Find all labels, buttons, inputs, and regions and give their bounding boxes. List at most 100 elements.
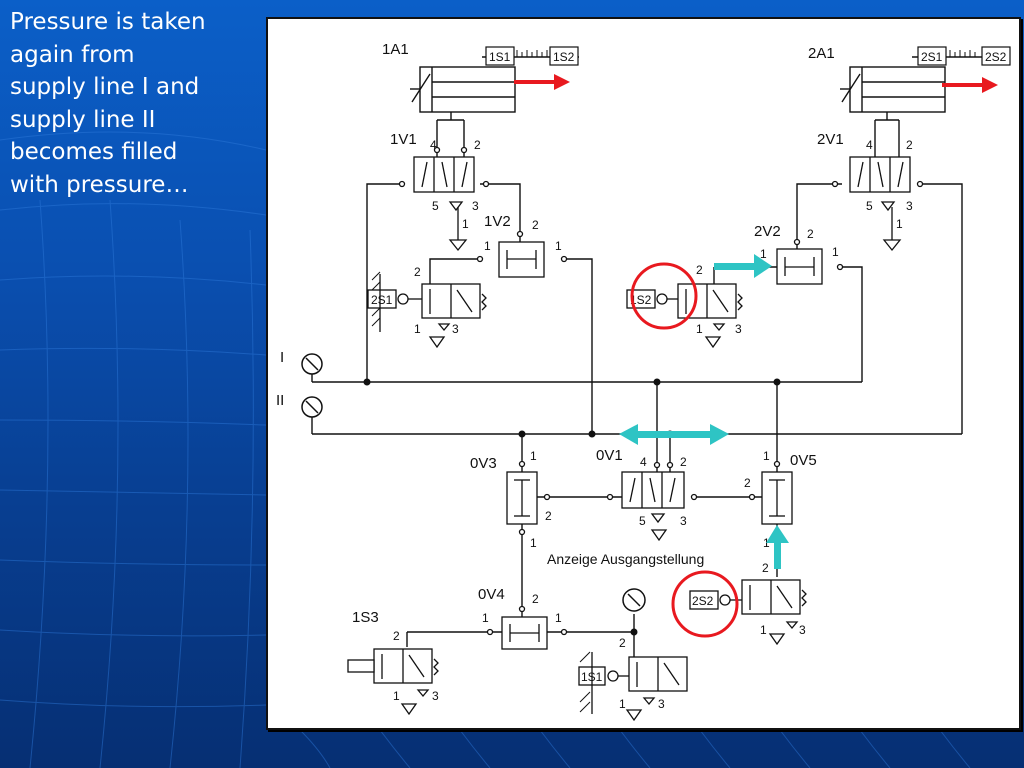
sensor-1s2-top: 1S2 <box>549 46 579 66</box>
svg-text:1S2: 1S2 <box>553 50 575 64</box>
port-label: 2 <box>906 138 913 152</box>
supply-gauge-ii <box>301 396 323 434</box>
pneumatic-diagram-panel: I II 1A1 1S1 1S2 <box>266 17 1021 730</box>
port-label: 1 <box>530 536 537 550</box>
port-label: 2 <box>414 265 421 279</box>
label-0v1: 0V1 <box>596 447 623 464</box>
valve-1v1 <box>398 146 490 252</box>
port-label: 4 <box>640 455 647 469</box>
port-label: 2 <box>532 218 539 232</box>
supply-line-i-label: I <box>280 349 284 366</box>
svg-text:1S1: 1S1 <box>489 50 511 64</box>
port-label: 3 <box>432 689 439 703</box>
supply-gauge-i <box>301 353 323 382</box>
caption-line: again from <box>10 41 135 68</box>
sensor-1s2-mid: 1S2 <box>630 293 652 307</box>
caption-line: with pressure… <box>10 171 189 198</box>
hatching <box>371 271 381 327</box>
valve-0v5 <box>748 460 793 536</box>
port-label: 1 <box>484 239 491 253</box>
highlight-circle-2s2 <box>671 570 739 638</box>
valve-2s2-low <box>689 579 807 646</box>
label-1v2: 1V2 <box>484 213 511 230</box>
port-label: 2 <box>393 629 400 643</box>
port-label: 1 <box>696 322 703 336</box>
port-label: 4 <box>866 138 873 152</box>
label-2a1: 2A1 <box>808 45 835 62</box>
caption-line: Pressure is taken <box>10 9 206 35</box>
port-label: 2 <box>532 592 539 606</box>
port-label: 1 <box>760 247 767 261</box>
port-label: 3 <box>452 322 459 336</box>
sensor-1s1-top: 1S1 <box>485 46 515 66</box>
port-label: 2 <box>762 561 769 575</box>
label-1a1: 1A1 <box>382 41 409 58</box>
highlight-arrows <box>619 254 789 569</box>
port-label: 1 <box>414 322 421 336</box>
caption-line: supply line II <box>10 106 156 133</box>
slide-caption: Pressure is taken again from supply line… <box>10 6 260 201</box>
label-0v5: 0V5 <box>790 452 817 469</box>
port-label: 2 <box>680 455 687 469</box>
flow-arrow-1a1-head <box>554 74 570 90</box>
piping <box>312 112 963 657</box>
valve-2v1 <box>831 156 924 252</box>
label-0v3: 0V3 <box>470 455 497 472</box>
port-label: 1 <box>482 611 489 625</box>
port-label: 5 <box>639 514 646 528</box>
pressure-gauge <box>622 588 646 612</box>
sensor-2s2-top: 2S2 <box>981 46 1011 66</box>
port-label: 1 <box>462 217 469 231</box>
cylinder-2a1-scale <box>949 50 976 57</box>
pneumatic-circuit-diagram: I II 1A1 1S1 1S2 <box>276 41 1011 722</box>
port-label: 4 <box>430 138 437 152</box>
sensor-2s1-left: 2S1 <box>371 293 393 307</box>
port-label: 3 <box>658 697 665 711</box>
label-1v1: 1V1 <box>390 131 417 148</box>
port-label: 5 <box>866 199 873 213</box>
port-label: 2 <box>744 476 751 490</box>
port-label: 1 <box>555 611 562 625</box>
port-label: 3 <box>680 514 687 528</box>
valve-1s1-bottom <box>578 652 688 722</box>
valve-1s2-mid <box>626 283 743 349</box>
port-label: 2 <box>545 509 552 523</box>
cylinder-1a1-scale <box>516 50 548 57</box>
port-label: 3 <box>799 623 806 637</box>
valve-1v2 <box>476 230 568 278</box>
highlight-circle-1s2 <box>630 262 698 330</box>
label-2v2: 2V2 <box>754 223 781 240</box>
sensor-1s1-bottom: 1S1 <box>581 670 603 684</box>
svg-text:2S2: 2S2 <box>985 50 1007 64</box>
cylinder-1a1 <box>410 56 579 113</box>
port-label: 3 <box>906 199 913 213</box>
caption-line: supply line I and <box>10 74 200 100</box>
port-label: 1 <box>896 217 903 231</box>
caption-line: becomes filled <box>10 139 178 165</box>
port-label: 3 <box>472 199 479 213</box>
port-label: 5 <box>432 199 439 213</box>
valve-0v4 <box>486 605 568 650</box>
port-label: 2 <box>696 263 703 277</box>
valve-0v1 <box>606 461 698 542</box>
port-label: 1 <box>393 689 400 703</box>
hatching <box>579 651 591 713</box>
label-1s3: 1S3 <box>352 609 379 626</box>
port-label: 1 <box>555 239 562 253</box>
sensor-2s1-top: 2S1 <box>917 46 947 66</box>
svg-text:2S1: 2S1 <box>921 50 943 64</box>
junction-dots <box>363 378 781 636</box>
port-label: 1 <box>530 449 537 463</box>
port-label: 2 <box>807 227 814 241</box>
port-label: 3 <box>735 322 742 336</box>
port-label: 1 <box>619 697 626 711</box>
port-label: 1 <box>760 623 767 637</box>
initial-position-note: Anzeige Ausgangstellung <box>547 551 704 567</box>
label-0v4: 0V4 <box>478 586 505 603</box>
sensor-2s2-low: 2S2 <box>692 594 714 608</box>
valve-2s1-left <box>367 274 487 349</box>
label-2v1: 2V1 <box>817 131 844 148</box>
valve-0v3 <box>506 460 551 536</box>
port-label: 2 <box>619 636 626 650</box>
